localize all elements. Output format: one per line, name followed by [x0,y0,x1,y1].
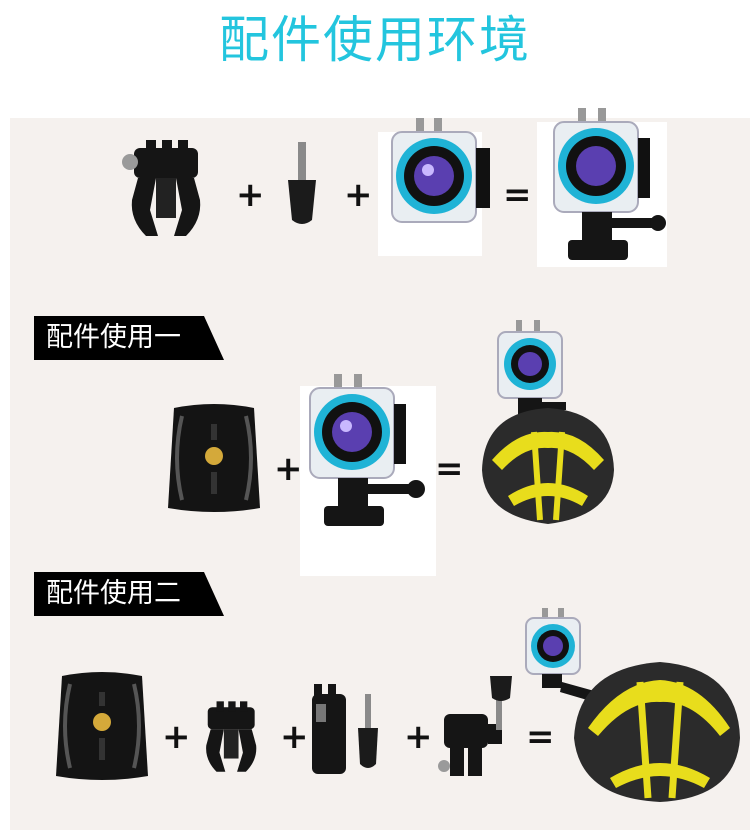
thumb-screw-icon [288,142,316,224]
plus-operator: + [274,449,303,489]
section-label-1: 配件使用一 [34,316,224,360]
buckle-mount-icon [122,140,201,236]
camera-housing-icon [391,118,490,223]
assembled-camera-icon [309,374,425,526]
page-title: 配件使用环境 [219,11,531,69]
bike-helmet-icon [525,608,740,802]
plus-operator: + [344,175,373,215]
curved-adhesive-mount-icon [168,404,260,512]
equals-operator: = [435,449,464,489]
extension-arm-icon [312,684,378,774]
equals-operator: = [503,175,532,215]
assembled-camera-icon [553,108,666,260]
curved-adhesive-mount-icon [56,672,148,780]
pivot-arm-icon [438,676,512,776]
bike-helmet-icon [482,320,614,524]
equals-operator: = [526,717,555,757]
section-label-2: 配件使用二 [34,572,224,616]
plus-operator: + [162,717,191,757]
plus-operator: + [236,175,265,215]
buckle-mount-icon [206,701,257,772]
plus-operator: + [280,717,309,757]
plus-operator: + [404,717,433,757]
